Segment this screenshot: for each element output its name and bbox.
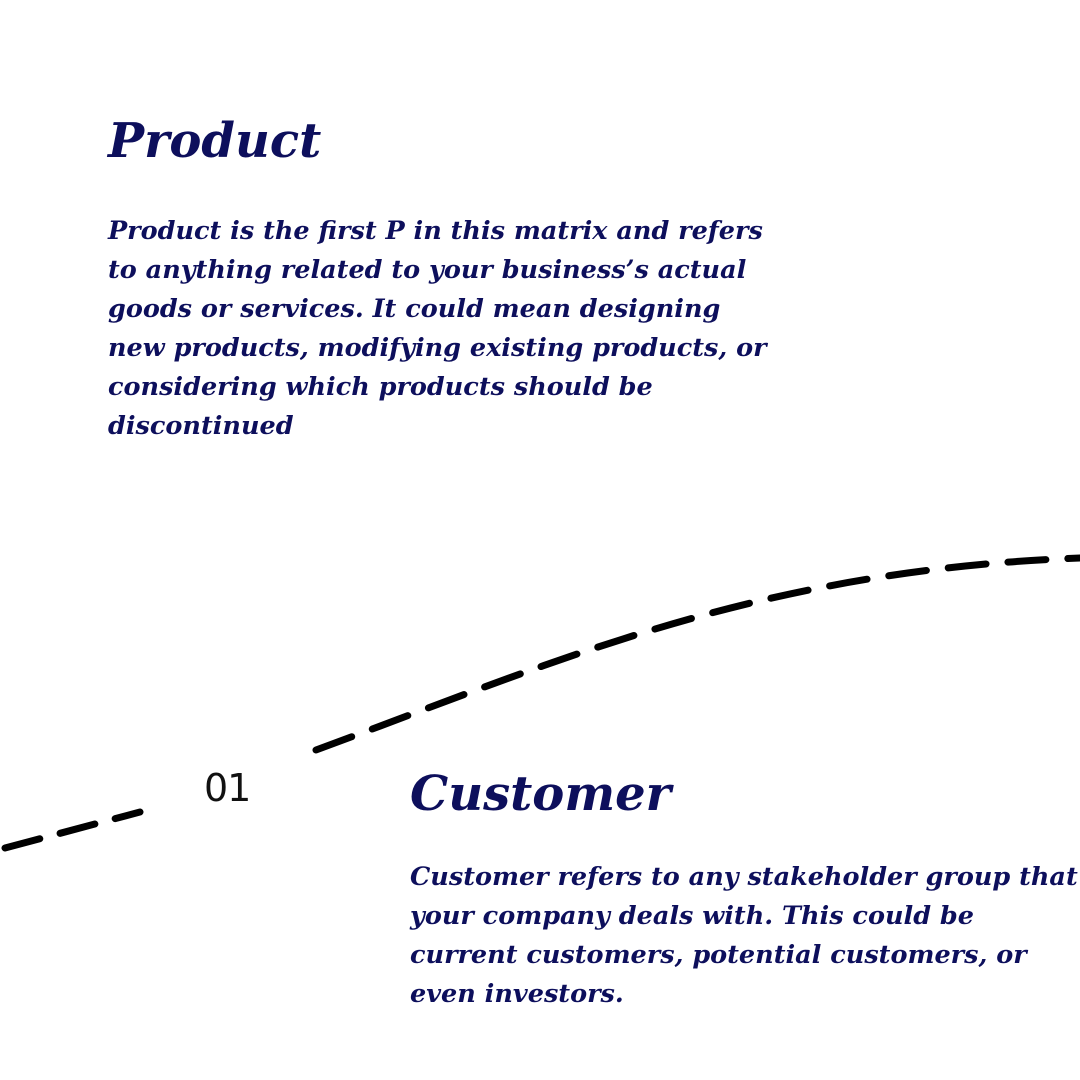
product-description: Product is the first P in this matrix an… — [108, 216, 767, 441]
customer-heading: Customer — [410, 766, 671, 822]
customer-description: Customer refers to any stakeholder group… — [410, 862, 1078, 1009]
dashed-curve-left — [1, 808, 144, 852]
dashed-curve-right — [312, 554, 1080, 754]
step-number: 01 — [204, 766, 251, 810]
product-heading: Product — [108, 113, 322, 169]
